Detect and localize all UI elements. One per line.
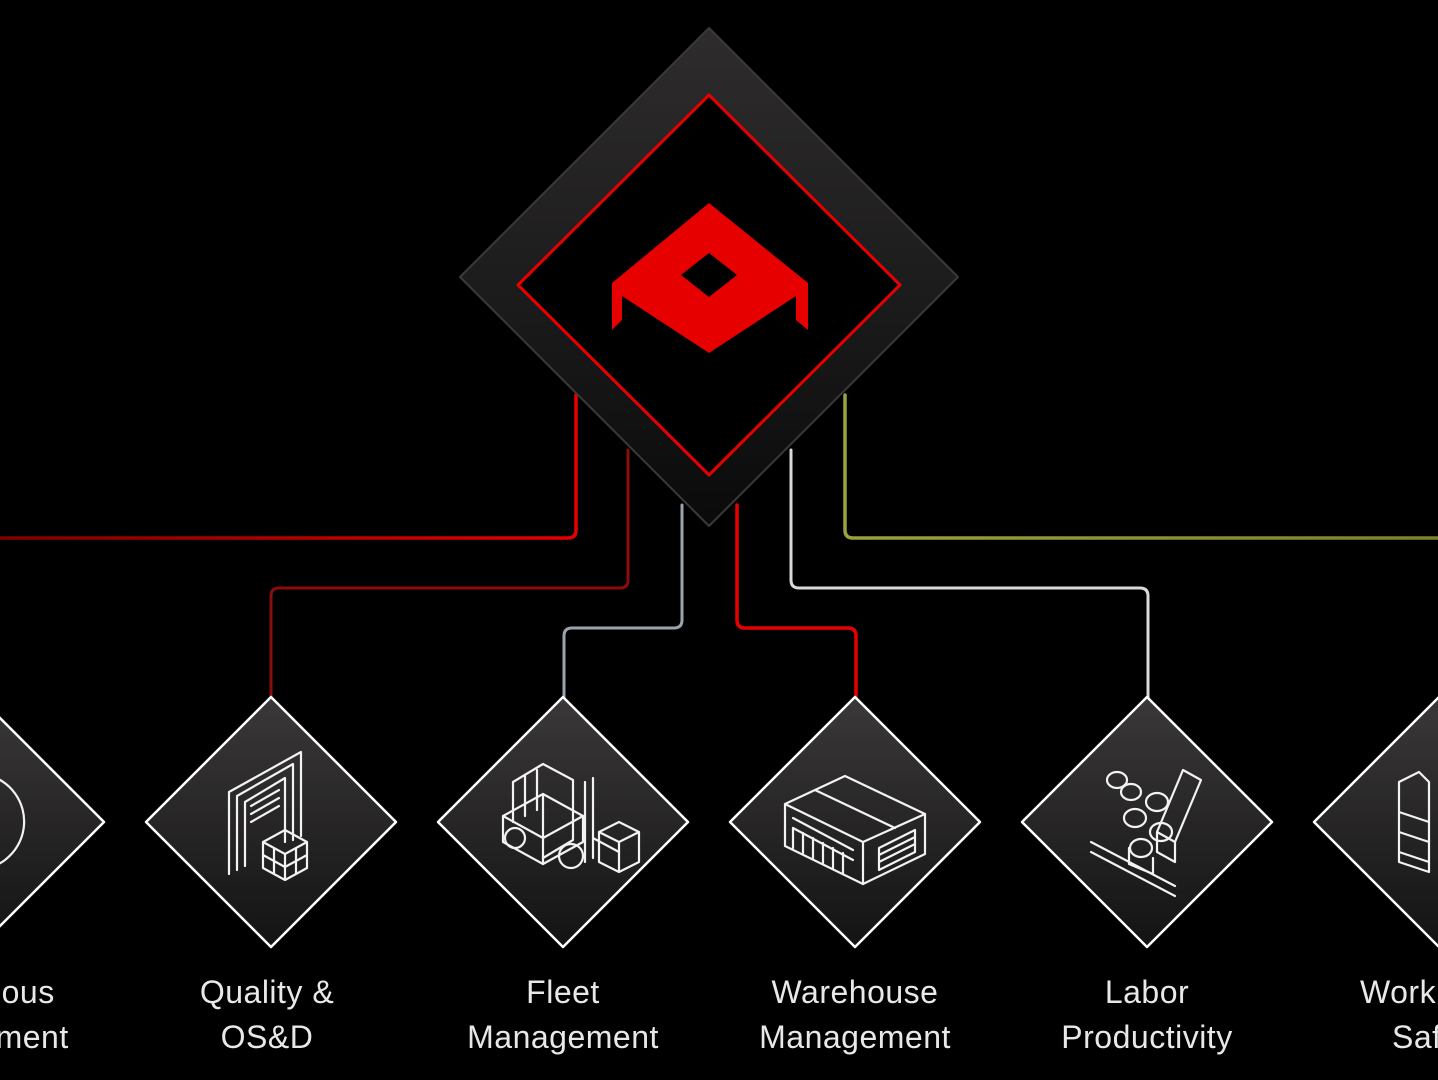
node-label-labor-productivity: Labor Productivity	[987, 970, 1307, 1060]
connector-warehouse	[735, 503, 858, 702]
connector-fleet	[562, 503, 684, 702]
tile-warehouse-management[interactable]	[728, 695, 982, 949]
connector-workplace-safety	[843, 393, 1438, 540]
node-label-warehouse-management: Warehouse Management	[695, 970, 1015, 1060]
node-label-quality-osd: Quality & OS&D	[107, 970, 427, 1060]
warehouse-icon	[783, 774, 927, 886]
connector-labor	[789, 448, 1150, 702]
connector-quality-osd	[269, 448, 630, 702]
forklift-icon	[501, 762, 641, 874]
node-label-line1: Labor	[1104, 974, 1190, 1010]
node-label-line1: Warehouse	[771, 974, 939, 1010]
hub-node	[459, 27, 959, 527]
node-label-line2: Management	[467, 1019, 659, 1055]
node-label-line2: Management	[759, 1019, 951, 1055]
node-label-line1: Quality &	[199, 974, 335, 1010]
tile-continuous-improvement[interactable]	[0, 697, 106, 947]
node-label-fleet-management: Fleet Management	[403, 970, 723, 1060]
node-label-line2: OS&D	[220, 1019, 314, 1055]
tile-workplace-safety[interactable]	[1312, 696, 1438, 948]
tile-quality-osd[interactable]	[144, 695, 398, 949]
dock-door-pallet-icon	[227, 750, 309, 882]
node-label-line1: Fleet	[526, 974, 600, 1010]
cycle-arrow-icon	[0, 778, 26, 865]
node-label-continuous-improvement: uous ement	[0, 970, 187, 1060]
conveyor-rolls-icon	[1089, 768, 1203, 898]
node-label-line2: ement	[0, 1019, 69, 1055]
node-label-line2: Saf	[1392, 1019, 1438, 1055]
node-label-line1: Work	[1360, 974, 1437, 1010]
safety-vest-icon	[1397, 770, 1431, 874]
tile-labor-productivity[interactable]	[1020, 695, 1274, 949]
node-label-workplace-safety: Work Saf	[1360, 970, 1438, 1060]
node-label-line2: Productivity	[1061, 1019, 1233, 1055]
connector-continuous-improvement	[0, 393, 578, 540]
tile-fleet-management[interactable]	[436, 695, 690, 949]
node-label-line1: uous	[0, 974, 55, 1010]
